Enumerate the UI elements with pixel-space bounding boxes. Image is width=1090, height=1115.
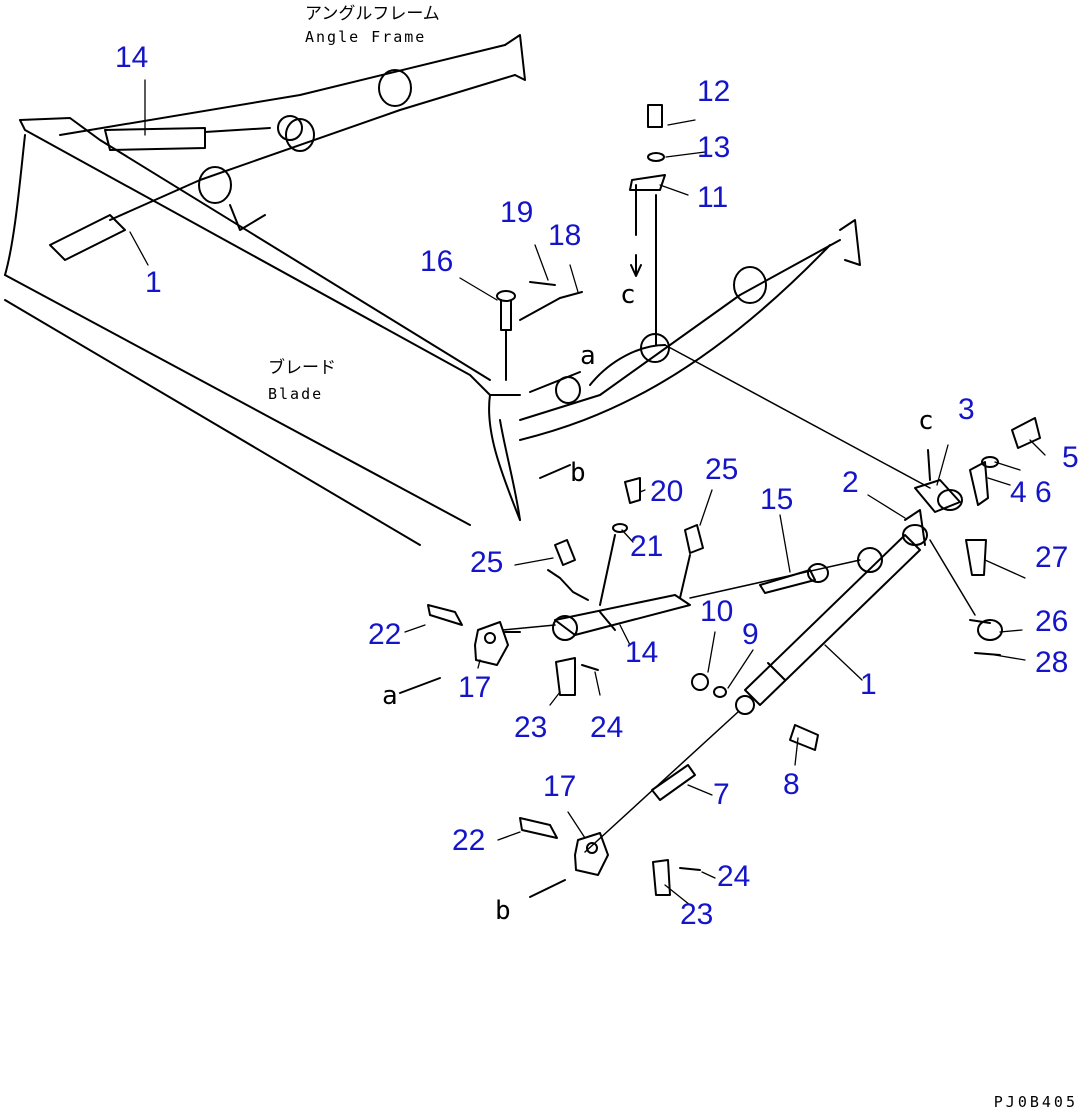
right-hardware	[914, 417, 1041, 513]
small-hardware	[651, 673, 819, 801]
ref-b-bottom: b	[495, 896, 511, 926]
callout-26: 26	[1035, 605, 1069, 638]
callout-21: 21	[630, 530, 664, 563]
callout-22-upper: 22	[368, 618, 402, 651]
fittings	[547, 477, 704, 606]
callout-14-top: 14	[115, 41, 149, 74]
main-cylinder	[735, 509, 928, 715]
pins-16-18	[496, 281, 583, 381]
callout-15: 15	[760, 483, 794, 516]
ref-c-left: c	[620, 280, 636, 310]
callout-7: 7	[713, 778, 730, 811]
callout-28: 28	[1035, 646, 1069, 679]
callout-22-lower: 22	[452, 824, 486, 857]
callout-16: 16	[420, 245, 454, 278]
clamps	[474, 621, 609, 876]
ref-a-top: a	[580, 341, 596, 371]
callout-17-upper: 17	[458, 671, 492, 704]
callout-23-lower: 23	[680, 898, 714, 931]
callout-27: 27	[1035, 541, 1069, 574]
callout-14-mid: 14	[625, 636, 659, 669]
callout-25-left: 25	[470, 546, 504, 579]
callout-23-upper: 23	[514, 711, 548, 744]
pin-stack	[629, 104, 666, 346]
pins-23-24	[555, 657, 701, 896]
blade-label-en: Blade	[268, 385, 324, 403]
ref-c-right: c	[918, 406, 934, 436]
callout-20: 20	[650, 475, 684, 508]
callout-2: 2	[842, 466, 859, 499]
angle-frame-label-jp: アングルフレーム	[305, 4, 440, 24]
pins-26-27-28	[965, 539, 1003, 656]
blade-label-jp: ブレード	[268, 358, 336, 378]
callout-1-bottom: 1	[860, 668, 877, 701]
callout-6: 6	[1035, 476, 1052, 509]
callout-10: 10	[700, 595, 734, 628]
callout-5: 5	[1062, 441, 1079, 474]
callout-19: 19	[500, 196, 534, 229]
ref-a-bottom: a	[382, 681, 398, 711]
callout-24-lower: 24	[717, 860, 751, 893]
callout-11: 11	[697, 181, 729, 214]
callout-8: 8	[783, 768, 800, 801]
rod-end	[759, 563, 829, 594]
bolts-22	[427, 604, 558, 839]
callout-12: 12	[697, 75, 731, 108]
callout-24-upper: 24	[590, 711, 624, 744]
callout-3: 3	[958, 393, 975, 426]
callout-18: 18	[548, 219, 582, 252]
callout-4: 4	[1010, 476, 1027, 509]
callout-13: 13	[697, 131, 731, 164]
ref-b-top: b	[570, 458, 586, 488]
assembly-lines	[502, 344, 976, 853]
secondary-cylinder	[504, 594, 691, 641]
angle-frame-label-en: Angle Frame	[305, 28, 427, 46]
drawing-code: PJ0B405	[993, 1093, 1078, 1111]
callout-9: 9	[742, 618, 759, 651]
callout-25-right: 25	[705, 453, 739, 486]
callout-1-top: 1	[145, 266, 162, 299]
angle-frame	[59, 34, 861, 441]
leader-lines	[129, 79, 1046, 906]
callout-17-lower: 17	[543, 770, 577, 803]
reference-arrows	[399, 371, 931, 898]
blade	[4, 117, 521, 546]
